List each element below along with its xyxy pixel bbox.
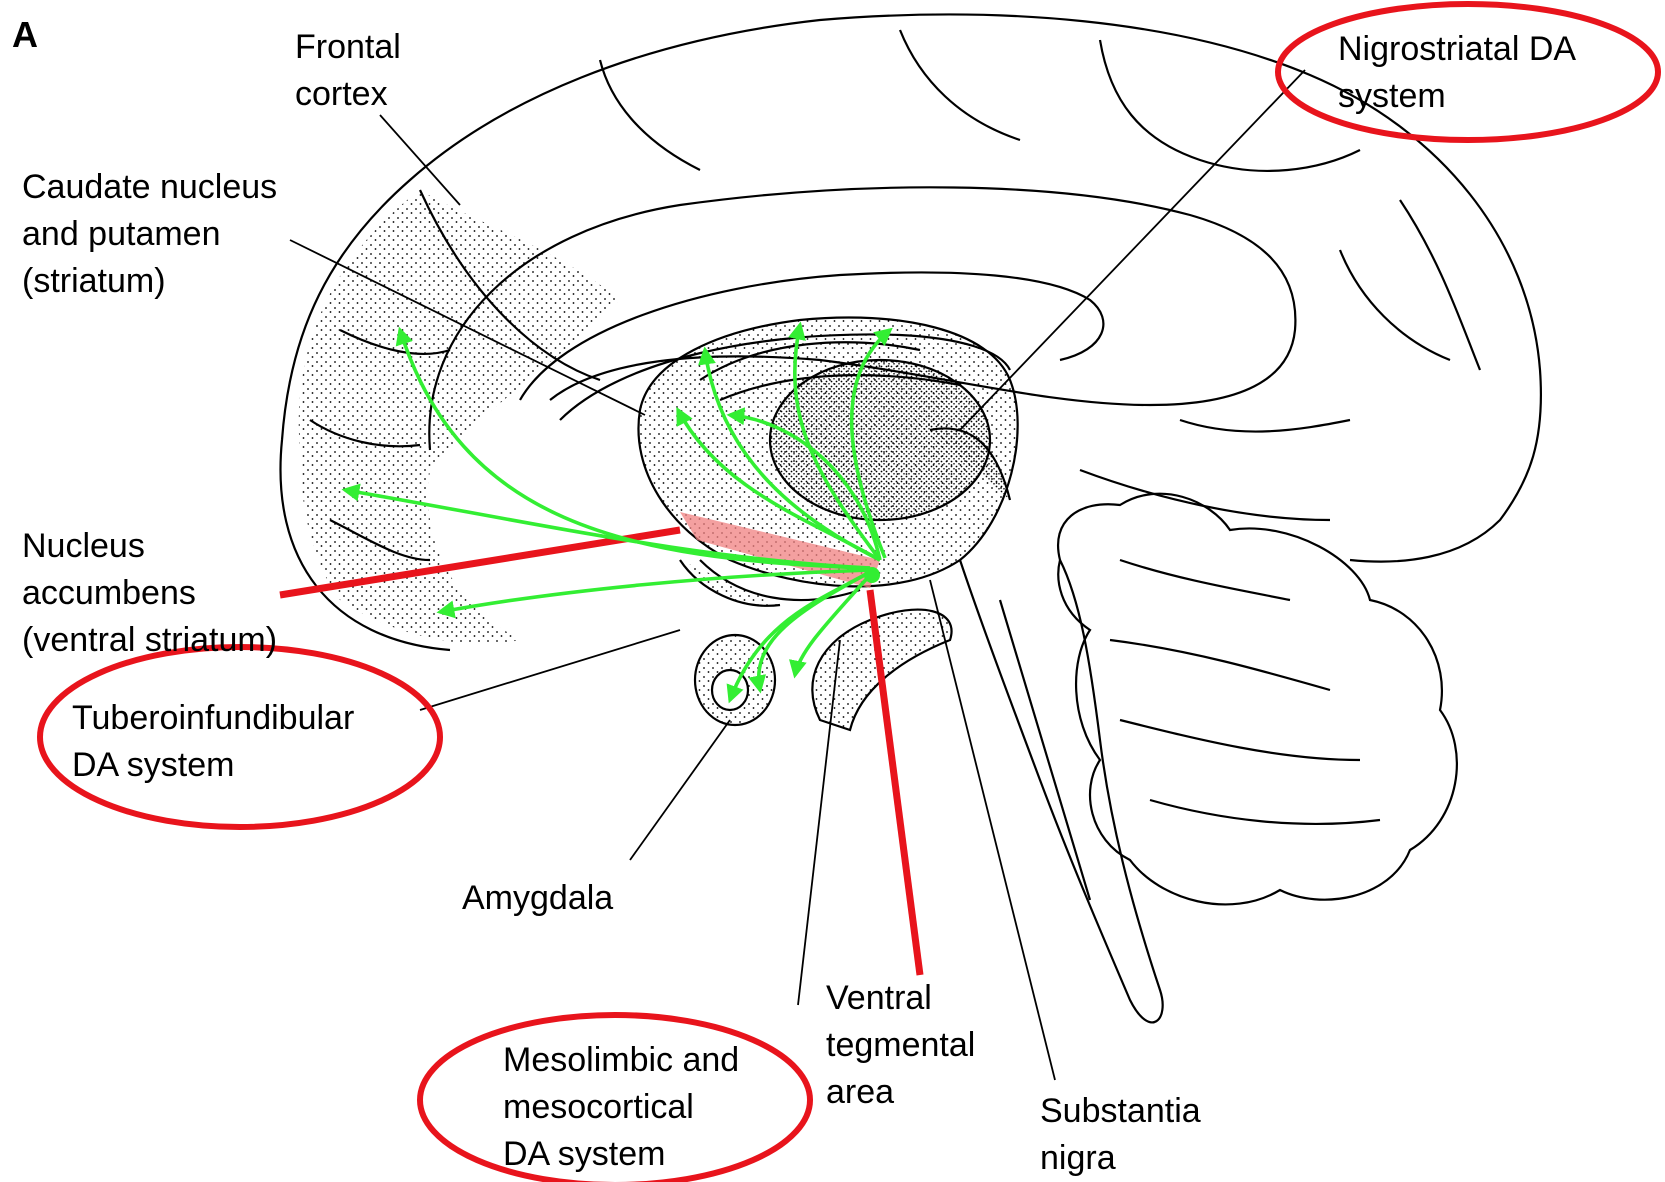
sulcus-4 <box>1400 200 1480 370</box>
label-substantia-nigra: Substantia nigra <box>1040 1088 1201 1182</box>
label-tuberoinfundibular: Tuberoinfundibular DA system <box>72 695 354 789</box>
sulcus-3 <box>1100 40 1360 171</box>
label-frontal-cortex: Frontal cortex <box>295 24 401 118</box>
label-nucleus-accumbens: Nucleus accumbens (ventral striatum) <box>22 523 277 664</box>
label-amygdala: Amygdala <box>462 875 613 922</box>
leader-nigrostriatal <box>960 70 1305 430</box>
label-mesolimbic: Mesolimbic and mesocortical DA system <box>503 1037 739 1178</box>
brainstem <box>960 560 1163 1022</box>
label-ventral-tegmental: Ventral tegmental area <box>826 975 975 1116</box>
panel-letter: A <box>12 14 38 56</box>
label-caudate: Caudate nucleus and putamen (striatum) <box>22 164 277 305</box>
sulcus-1 <box>600 60 700 170</box>
label-nigrostriatal: Nigrostriatal DA system <box>1338 26 1576 120</box>
frontal-stipple <box>299 190 620 644</box>
sulcus-2 <box>900 30 1020 140</box>
vta-origin-dot <box>864 567 880 583</box>
sulcus-5 <box>1340 250 1450 360</box>
leader-amygdala <box>630 720 730 860</box>
brainstem-cerebellum <box>960 494 1457 1023</box>
